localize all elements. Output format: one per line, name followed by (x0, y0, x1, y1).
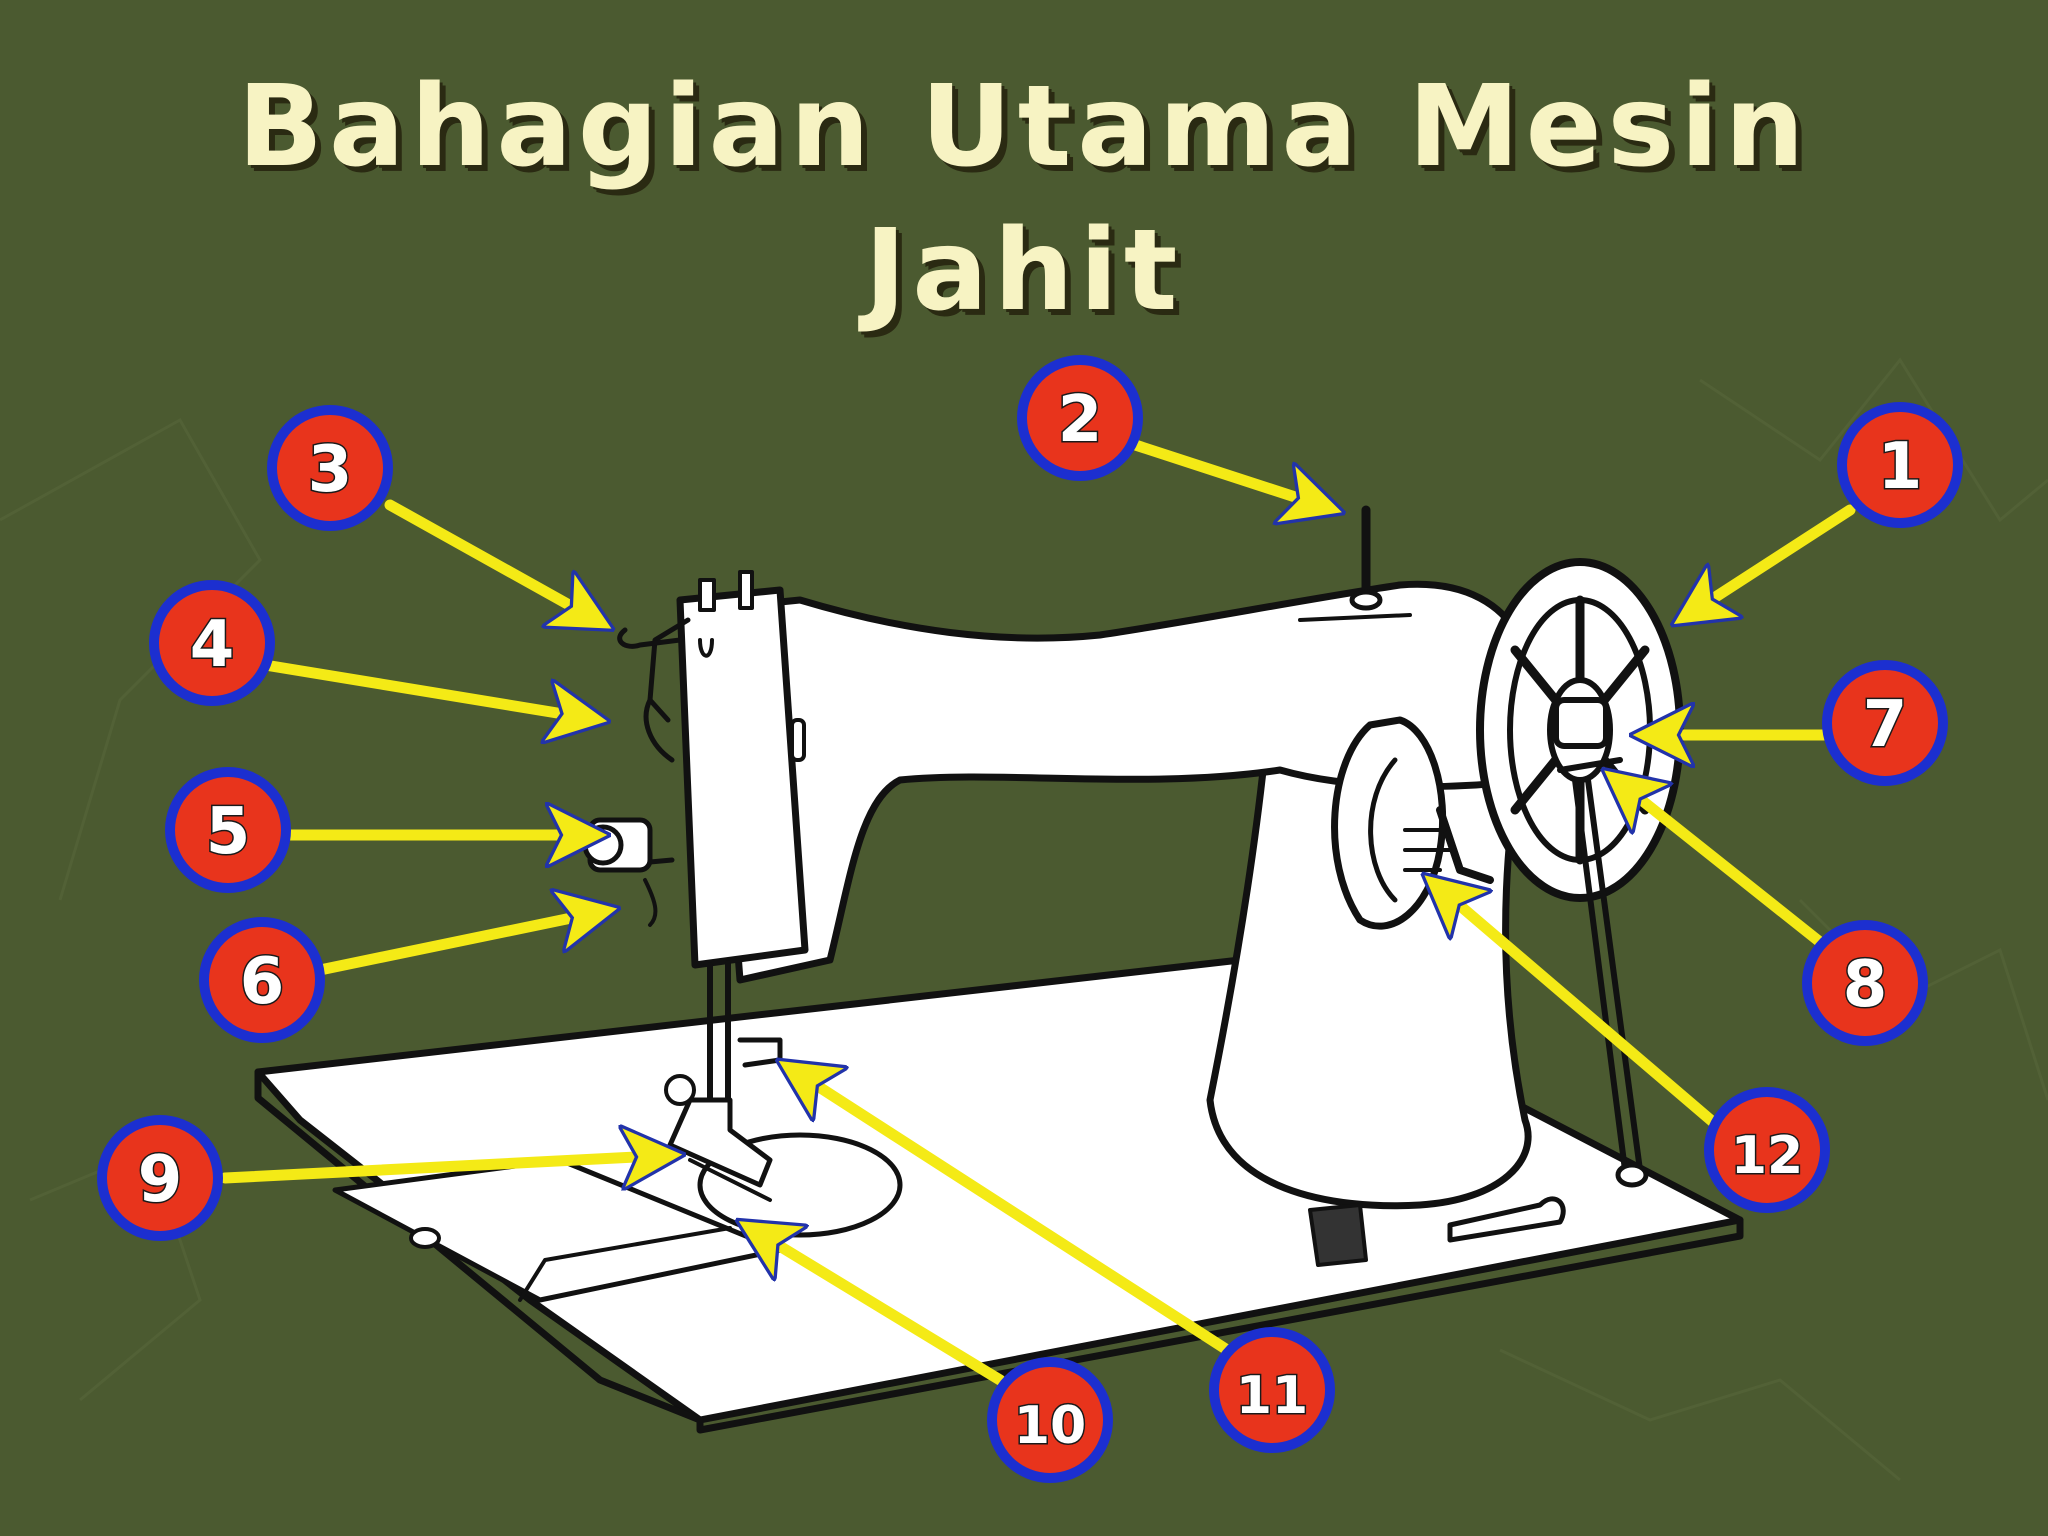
callout-badges: 1 2 3 4 5 6 7 (97, 355, 1963, 1483)
callout-label-11: 11 (1236, 1366, 1308, 1426)
bed-knob (1308, 1203, 1368, 1267)
callout-label-4: 4 (190, 608, 235, 682)
arrow-11 (785, 1065, 1241, 1361)
bobbin-winder-plate (1331, 716, 1447, 930)
callout-badge-2: 2 (1017, 355, 1143, 481)
needle-bar (707, 960, 731, 1113)
callout-label-1: 1 (1878, 430, 1923, 504)
callout-badge-1: 1 (1837, 402, 1963, 528)
callout-label-12: 12 (1731, 1126, 1803, 1186)
callout-label-3: 3 (308, 433, 353, 507)
arrow-8 (1610, 775, 1836, 956)
page-title-line-1: Bahagian Utama Mesin (237, 62, 1811, 192)
screwdriver (1447, 1196, 1566, 1243)
arrow-3 (384, 499, 605, 625)
callout-badge-7: 7 (1822, 660, 1948, 786)
callout-label-9: 9 (138, 1143, 183, 1217)
callout-badge-9: 9 (97, 1115, 223, 1241)
callout-badge-6: 6 (199, 917, 325, 1043)
callout-badge-3: 3 (267, 405, 393, 531)
arrow-12 (1430, 880, 1726, 1134)
arrow-6 (314, 910, 610, 976)
drive-belt (1572, 777, 1643, 1173)
callout-label-8: 8 (1843, 948, 1888, 1022)
page-title-line-2: Jahit (864, 206, 1184, 336)
callout-badge-5: 5 (165, 767, 291, 893)
sewing-machine-illustration (254, 505, 1744, 1434)
callout-badge-4: 4 (149, 580, 275, 706)
callout-label-10: 10 (1014, 1396, 1086, 1456)
callout-arrows (219, 434, 1856, 1386)
callout-label-7: 7 (1863, 688, 1908, 762)
arrow-1 (1680, 504, 1856, 620)
arrow-2 (1114, 434, 1335, 510)
callout-badge-12: 12 (1704, 1087, 1830, 1213)
callout-label-6: 6 (240, 945, 285, 1019)
arrow-9 (219, 1155, 675, 1178)
arrow-4 (259, 659, 600, 720)
callout-badge-8: 8 (1802, 920, 1928, 1046)
arrow-10 (745, 1225, 1006, 1386)
callout-badge-11: 11 (1209, 1327, 1335, 1453)
callout-badge-10: 10 (987, 1357, 1113, 1483)
stop-motion-knob (1553, 697, 1609, 749)
callout-label-5: 5 (206, 795, 251, 869)
callout-label-2: 2 (1058, 383, 1103, 457)
